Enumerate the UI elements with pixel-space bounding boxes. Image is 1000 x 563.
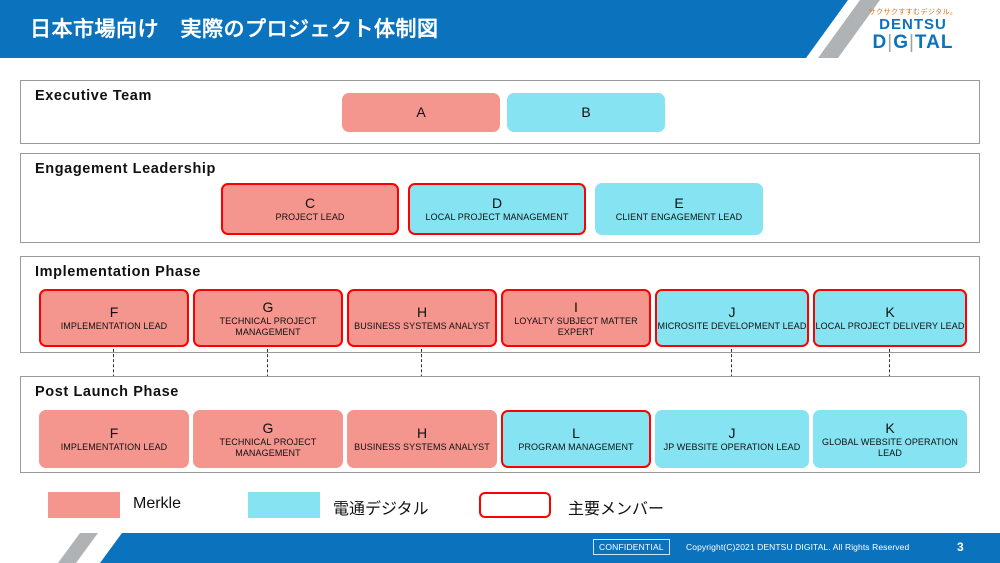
role-title: MICROSITE DEVELOPMENT LEAD: [657, 321, 807, 332]
role-code: J: [728, 424, 736, 441]
role-code: J: [728, 303, 736, 320]
legend-label-dentsu-digital: 電通デジタル: [333, 501, 429, 518]
logo-bar-2: |: [908, 32, 915, 53]
logo-digital-tal: TAL: [914, 32, 954, 53]
role-box-d[interactable]: D LOCAL PROJECT MANAGEMENT: [408, 183, 586, 235]
legend-swatch-dentsu-digital: [248, 492, 320, 518]
footer-blue-band: [100, 533, 1000, 563]
role-code: A: [416, 103, 426, 120]
role-code: H: [416, 303, 428, 320]
role-code: L: [572, 424, 580, 441]
role-title: BUSINESS SYSTEMS ANALYST: [354, 442, 490, 453]
role-title: TECHNICAL PROJECT MANAGEMENT: [219, 437, 317, 458]
page-title: 日本市場向け 実際のプロジェクト体制図: [30, 18, 439, 41]
role-box-e[interactable]: E CLIENT ENGAGEMENT LEAD: [595, 183, 763, 235]
logo-bar-1: |: [887, 32, 894, 53]
slide-footer: CONFIDENTIAL Copyright(C)2021 DENTSU DIG…: [0, 533, 1000, 563]
role-box-post-j[interactable]: J JP WEBSITE OPERATION LEAD: [655, 410, 809, 468]
slide-header: 日本市場向け 実際のプロジェクト体制図 サクサクすすむデジタル。 DENTSU …: [0, 0, 1000, 58]
role-box-a[interactable]: A: [342, 93, 500, 132]
role-code: F: [109, 424, 119, 441]
logo-digital-d: D: [872, 32, 888, 53]
section-title-executive-team: Executive Team: [35, 88, 152, 104]
copyright-text: Copyright(C)2021 DENTSU DIGITAL. All Rig…: [686, 542, 910, 552]
role-title: JP WEBSITE OPERATION LEAD: [663, 442, 801, 453]
page-number: 3: [957, 540, 964, 554]
legend-swatch-merkle: [48, 492, 120, 518]
role-title: PROJECT LEAD: [275, 212, 345, 223]
role-box-post-l[interactable]: L PROGRAM MANAGEMENT: [501, 410, 651, 468]
role-box-impl-i[interactable]: I LOYALTY SUBJECT MATTER EXPERT: [501, 289, 651, 347]
role-box-impl-h[interactable]: H BUSINESS SYSTEMS ANALYST: [347, 289, 497, 347]
role-box-impl-k[interactable]: K LOCAL PROJECT DELIVERY LEAD: [813, 289, 967, 347]
role-code: G: [262, 298, 274, 315]
role-box-post-k[interactable]: K GLOBAL WEBSITE OPERATION LEAD: [813, 410, 967, 468]
section-title-engagement-leadership: Engagement Leadership: [35, 161, 216, 177]
role-box-b[interactable]: B: [507, 93, 665, 132]
role-title: GLOBAL WEBSITE OPERATION LEAD: [822, 437, 958, 458]
role-box-post-f[interactable]: F IMPLEMENTATION LEAD: [39, 410, 189, 468]
section-title-post-launch-phase: Post Launch Phase: [35, 384, 179, 400]
role-title: PROGRAM MANAGEMENT: [518, 442, 634, 453]
role-code: K: [885, 303, 895, 320]
role-title: IMPLEMENTATION LEAD: [60, 442, 168, 453]
role-code: G: [262, 419, 274, 436]
role-code: F: [109, 303, 119, 320]
role-box-impl-j[interactable]: J MICROSITE DEVELOPMENT LEAD: [655, 289, 809, 347]
panel-executive-team: Executive Team: [20, 80, 980, 144]
role-code: C: [304, 194, 316, 211]
confidential-badge: CONFIDENTIAL: [593, 539, 670, 555]
role-title: CLIENT ENGAGEMENT LEAD: [615, 212, 743, 223]
role-box-c[interactable]: C PROJECT LEAD: [221, 183, 399, 235]
legend-label-key-member: 主要メンバー: [568, 501, 665, 518]
role-box-impl-g[interactable]: G TECHNICAL PROJECT MANAGEMENT: [193, 289, 343, 347]
dentsu-digital-logo: サクサクすすむデジタル。 DENTSU D|G|TAL: [848, 8, 978, 53]
role-code: D: [491, 194, 503, 211]
role-code: K: [885, 419, 895, 436]
logo-tagline: サクサクすすむデジタル。: [868, 9, 958, 16]
role-title: LOYALTY SUBJECT MATTER EXPERT: [514, 316, 638, 337]
role-title: TECHNICAL PROJECT MANAGEMENT: [219, 316, 317, 337]
logo-digital-text: D|G|TAL: [848, 33, 978, 53]
role-code: H: [416, 424, 428, 441]
role-code: I: [574, 298, 578, 315]
role-title: LOCAL PROJECT MANAGEMENT: [425, 212, 569, 223]
logo-dentsu-text: DENTSU: [879, 16, 947, 33]
role-box-post-h[interactable]: H BUSINESS SYSTEMS ANALYST: [347, 410, 497, 468]
legend-swatch-key-member: [479, 492, 551, 518]
role-box-post-g[interactable]: G TECHNICAL PROJECT MANAGEMENT: [193, 410, 343, 468]
logo-digital-g: G: [893, 32, 909, 53]
legend: Merkle 電通デジタル 主要メンバー: [0, 485, 1000, 527]
role-code: B: [581, 103, 591, 120]
role-title: BUSINESS SYSTEMS ANALYST: [354, 321, 490, 332]
role-title: LOCAL PROJECT DELIVERY LEAD: [815, 321, 965, 332]
role-title: IMPLEMENTATION LEAD: [60, 321, 168, 332]
section-title-implementation-phase: Implementation Phase: [35, 264, 201, 280]
legend-label-merkle: Merkle: [133, 495, 182, 512]
header-blue-band: [0, 0, 848, 58]
role-code: E: [674, 194, 684, 211]
role-box-impl-f[interactable]: F IMPLEMENTATION LEAD: [39, 289, 189, 347]
